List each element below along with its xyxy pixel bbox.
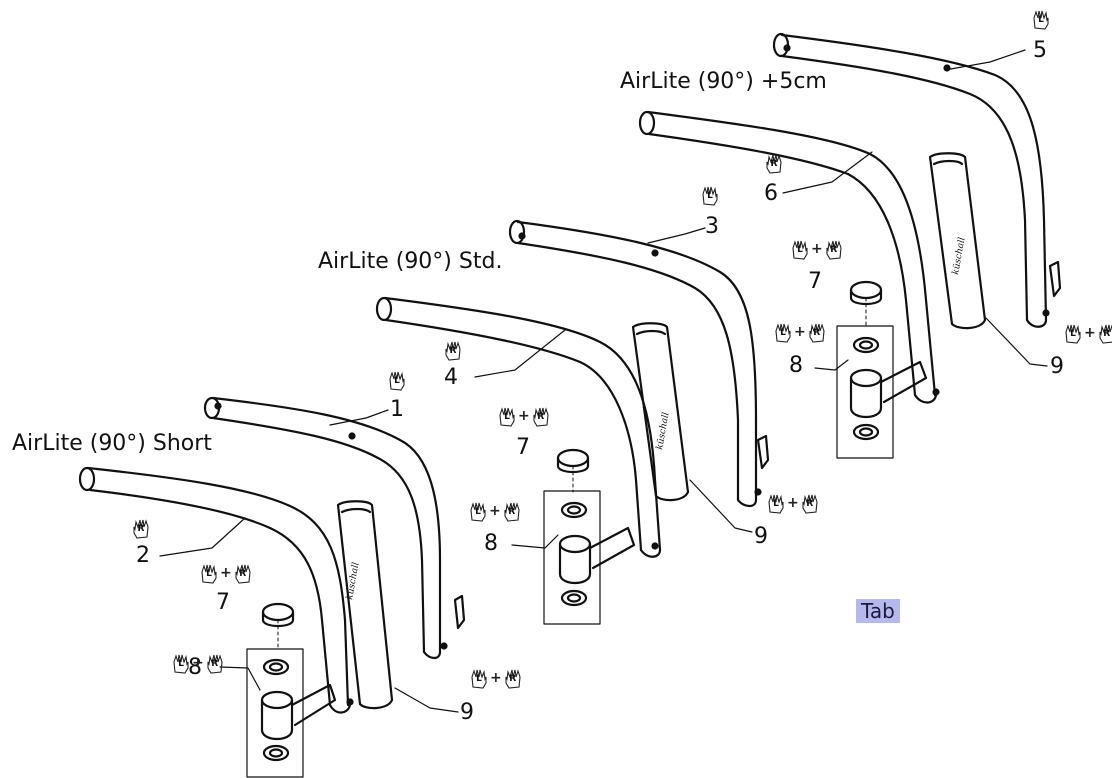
part-number-1: 1 — [390, 397, 404, 422]
left-hand-icon: L — [387, 369, 407, 391]
tab-label: Tab — [856, 599, 900, 623]
assembly-short — [78, 396, 466, 778]
part-number-8-short: 8 — [188, 655, 202, 680]
assembly-title-short: AirLite (90°) Short — [12, 431, 212, 456]
part-9-sleeve-std — [631, 322, 690, 502]
left-hand-icon: L — [1031, 8, 1051, 30]
part-number-4: 4 — [444, 365, 458, 390]
brand-mark-plus5: küschall — [951, 236, 967, 275]
part-9-sleeve-plus5 — [928, 152, 987, 330]
left-plus-right-hand-icon: L + R — [469, 667, 523, 689]
assembly-title-std: AirLite (90°) Std. — [318, 249, 503, 274]
part-9-sleeve-short — [336, 500, 394, 710]
assembly-plus5 — [638, 32, 1062, 459]
part-8-bracket-plus5 — [836, 325, 928, 459]
part-number-9-short: 9 — [460, 700, 474, 725]
part-number-6: 6 — [764, 181, 778, 206]
assembly-title-plus5: AirLite (90°) +5cm — [620, 69, 827, 94]
part-number-8-plus5: 8 — [789, 353, 803, 378]
left-plus-right-hand-icon: L + R — [773, 321, 827, 343]
left-plus-right-hand-icon: L + R — [766, 492, 820, 514]
right-hand-icon: R — [443, 339, 463, 361]
part-number-2: 2 — [136, 543, 150, 568]
left-plus-right-hand-icon: L + R — [171, 652, 225, 674]
left-hand-icon: L — [700, 184, 720, 206]
part-number-8-std: 8 — [484, 531, 498, 556]
part-8-bracket-short — [246, 648, 337, 778]
part-number-7-short: 7 — [216, 590, 230, 615]
left-plus-right-hand-icon: L + R — [199, 562, 253, 584]
part-number-7-std: 7 — [516, 435, 530, 460]
part-5-back-tube — [772, 32, 1062, 328]
left-plus-right-hand-icon: L + R — [468, 500, 522, 522]
part-number-9-std: 9 — [754, 524, 768, 549]
part-4-front-tube — [375, 296, 662, 558]
part-3-back-tube — [508, 219, 770, 508]
part-number-9-plus5: 9 — [1050, 354, 1064, 379]
part-number-3: 3 — [705, 214, 719, 239]
part-2-front-tube — [78, 466, 354, 714]
part-8-bracket-std — [543, 490, 636, 625]
part-number-5: 5 — [1033, 38, 1047, 63]
left-plus-right-hand-icon: L + R — [497, 405, 551, 427]
part-1-back-tube — [203, 396, 466, 660]
right-hand-icon: R — [131, 517, 151, 539]
brand-mark-std: küschall — [655, 411, 671, 450]
left-plus-right-hand-icon: L + R — [790, 238, 844, 260]
right-hand-icon: R — [764, 152, 784, 174]
brand-mark-short: küschall — [345, 561, 361, 600]
part-number-7-plus5: 7 — [808, 269, 822, 294]
assembly-std — [375, 219, 770, 625]
left-plus-right-hand-icon: L + R — [1063, 322, 1112, 344]
